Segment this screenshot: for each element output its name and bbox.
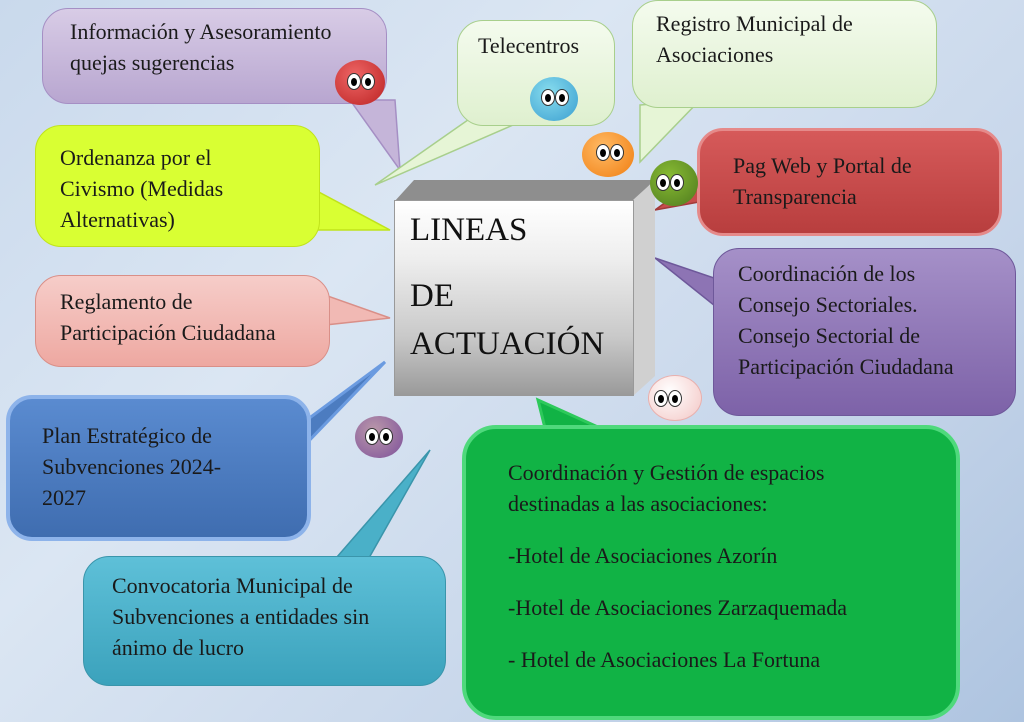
- bubble-registro: [632, 0, 937, 108]
- ordenanza-line-1: Ordenanza por el: [60, 145, 212, 170]
- orange-face-icon: [582, 132, 634, 177]
- bubble-consejos: [713, 248, 1016, 416]
- espacios-line-1: Coordinación y Gestión de espacios: [508, 460, 825, 485]
- ordenanza-tail: [314, 188, 391, 231]
- purple-face-icon: [355, 416, 403, 458]
- plan-line-2: Subvenciones 2024-: [42, 454, 222, 479]
- reglamento-text: Reglamento de Participación Ciudadana: [60, 286, 276, 348]
- plan-line-1: Plan Estratégico de: [42, 423, 212, 448]
- registro-tail: [639, 99, 702, 164]
- ordenanza-line-3: Alternativas): [60, 207, 175, 232]
- espacios-line-5: - Hotel de Asociaciones La Fortuna: [508, 647, 821, 672]
- convocatoria-line-2: Subvenciones a entidades sin: [112, 604, 370, 629]
- center-title-line-2: DE: [410, 278, 454, 314]
- reglamento-line-2: Participación Ciudadana: [60, 320, 276, 345]
- registro-line-2: Asociaciones: [656, 42, 774, 67]
- pagweb-line-1: Pag Web y Portal de: [733, 153, 912, 178]
- bubble-reglamento: [35, 275, 330, 367]
- espacios-line-3: -Hotel de Asociaciones Azorín: [508, 543, 778, 568]
- plan-text: Plan Estratégico de Subvenciones 2024- 2…: [42, 420, 221, 513]
- pink-face-icon: [648, 375, 702, 421]
- telecentros-line-1: Telecentros: [478, 33, 580, 58]
- informacion-tail: [348, 99, 401, 173]
- consejos-text: Coordinación de los Consejo Sectoriales.…: [738, 258, 954, 382]
- bubble-espacios: [462, 425, 960, 720]
- bubble-ordenanza: [35, 125, 320, 247]
- registro-line-1: Registro Municipal de: [656, 11, 853, 36]
- plan-line-3: 2027: [42, 485, 86, 510]
- box-side: [633, 180, 655, 396]
- green-face-icon: [650, 160, 698, 206]
- center-title-line-3: ACTUACIÓN: [410, 326, 605, 362]
- convocatoria-text: Convocatoria Municipal de Subvenciones a…: [112, 570, 369, 663]
- red-face-icon: [335, 60, 385, 105]
- reglamento-tail: [324, 293, 391, 326]
- consejos-line-3: Consejo Sectorial de: [738, 323, 921, 348]
- blue-face-icon: [530, 77, 578, 121]
- center-box: [394, 200, 634, 396]
- center-title-line-1: LINEAS: [410, 212, 528, 248]
- consejos-line-2: Consejo Sectoriales.: [738, 292, 918, 317]
- informacion-line-1: Información y Asesoramiento: [70, 19, 332, 44]
- convocatoria-line-3: ánimo de lucro: [112, 635, 244, 660]
- bubble-plan: [6, 395, 311, 541]
- informacion-line-2: quejas sugerencias: [70, 50, 235, 75]
- convocatoria-tail: [328, 449, 431, 566]
- bubble-informacion: [42, 8, 387, 104]
- informacion-text: Información y Asesoramiento quejas suger…: [70, 16, 332, 78]
- espacios-text: Coordinación y Gestión de espacios desti…: [508, 457, 847, 675]
- pagweb-line-2: Transparencia: [733, 184, 857, 209]
- consejos-tail: [654, 257, 721, 312]
- pagweb-text: Pag Web y Portal de Transparencia: [733, 150, 912, 212]
- box-top: [394, 180, 654, 202]
- bubble-pagweb: [697, 128, 1002, 236]
- consejos-line-4: Participación Ciudadana: [738, 354, 954, 379]
- espacios-line-2: destinadas a las asociaciones:: [508, 491, 768, 516]
- ordenanza-text: Ordenanza por el Civismo (Medidas Altern…: [60, 142, 223, 235]
- espacios-tail: [535, 397, 601, 430]
- espacios-line-4: -Hotel de Asociaciones Zarzaquemada: [508, 595, 848, 620]
- bubble-convocatoria: [83, 556, 446, 686]
- convocatoria-line-1: Convocatoria Municipal de: [112, 573, 353, 598]
- telecentros-text: Telecentros: [478, 30, 579, 61]
- reglamento-line-1: Reglamento de: [60, 289, 193, 314]
- consejos-line-1: Coordinación de los: [738, 261, 916, 286]
- ordenanza-line-2: Civismo (Medidas: [60, 176, 224, 201]
- registro-text: Registro Municipal de Asociaciones: [656, 8, 853, 70]
